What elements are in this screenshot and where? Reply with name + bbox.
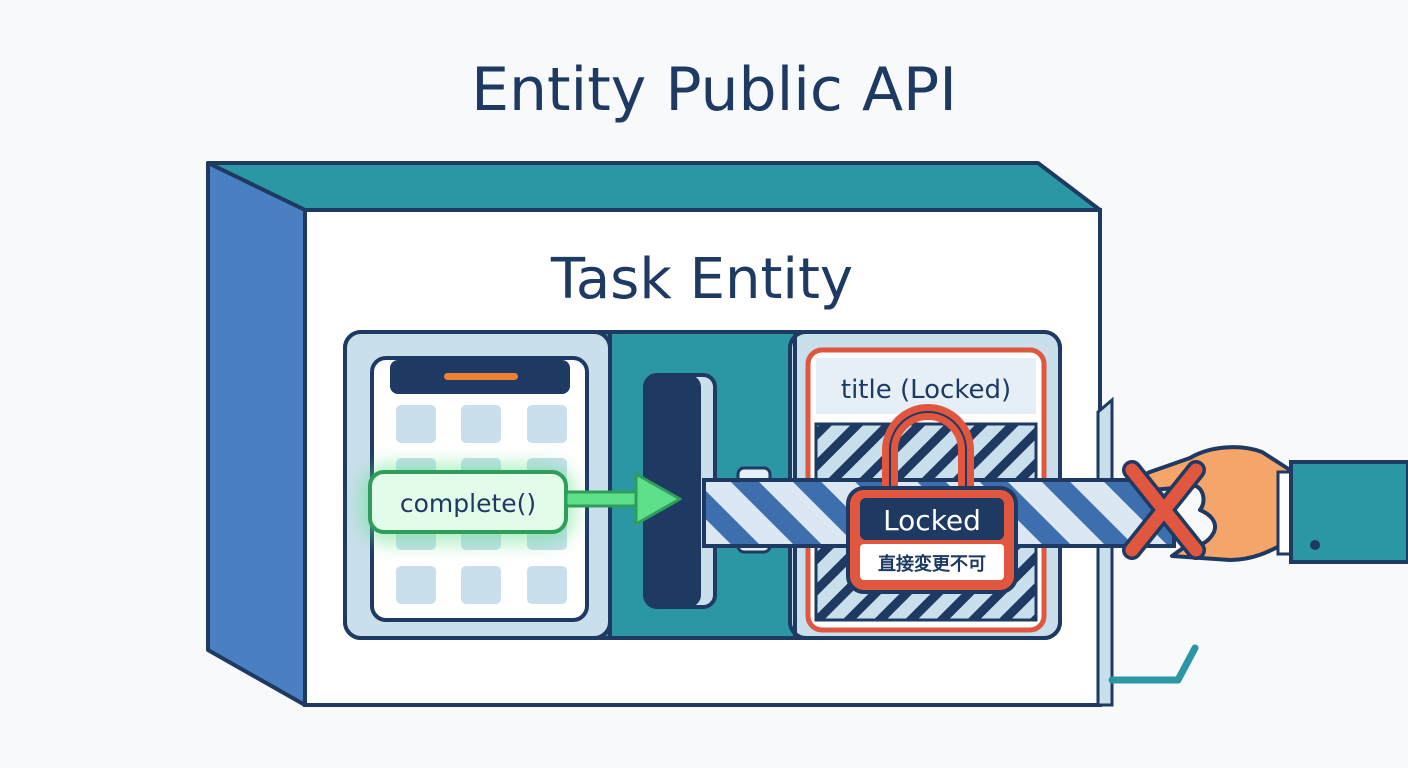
complete-method-label: complete()	[400, 489, 536, 518]
page-title: Entity Public API	[471, 55, 957, 125]
lock-label: Locked	[883, 504, 981, 537]
entity-box-top	[206, 161, 1102, 212]
deny-x-icon	[1122, 460, 1206, 560]
arrow-right-icon	[564, 472, 682, 526]
complete-method: complete()	[360, 464, 575, 544]
hand-icon	[1140, 445, 1408, 564]
lock-sublabel: 直接変更不可	[878, 553, 986, 575]
entity-label: Task Entity	[550, 247, 853, 312]
locked-field-label: title (Locked)	[841, 375, 1011, 405]
door-handle	[1108, 644, 1199, 684]
door-flap	[1096, 396, 1114, 707]
padlock-icon: Locked 直接変更不可	[846, 404, 1018, 594]
entity-box-side	[206, 161, 307, 707]
